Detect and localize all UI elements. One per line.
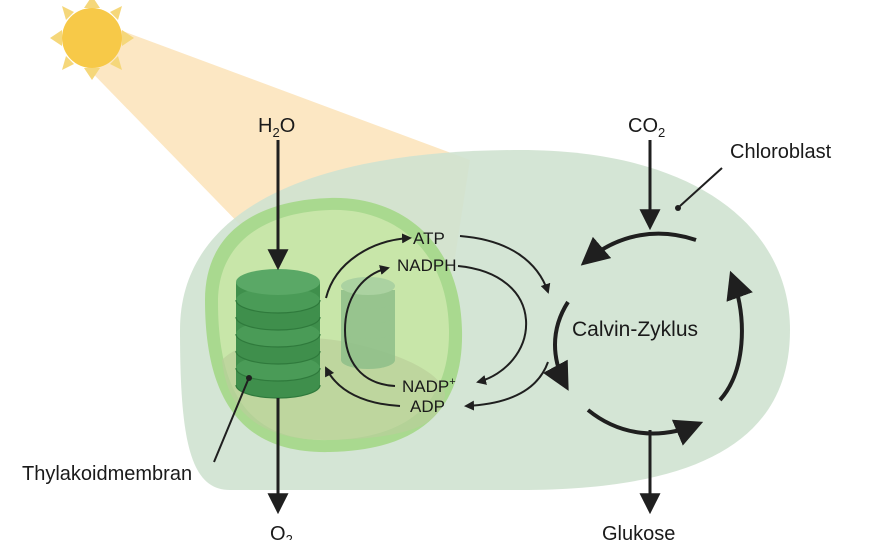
thylakoid-pointer — [213, 379, 249, 463]
chloroblast-label: Chloroblast — [730, 141, 832, 163]
glucose-label: Glukose — [602, 523, 675, 540]
light-reaction-arrows — [325, 233, 551, 411]
nadph-label: NADPH — [397, 256, 457, 275]
h2o-label: H2O — [258, 115, 295, 140]
nadp-label: NADP+ — [402, 376, 456, 396]
o2-label: O2 — [270, 523, 293, 540]
atp-label: ATP — [413, 229, 445, 248]
chloroblast-pointer — [679, 167, 723, 207]
sun-icon — [50, 0, 134, 80]
thylakoid-label: Thylakoidmembran — [22, 463, 192, 485]
granum-stack — [235, 269, 321, 399]
calvin-cycle-arrows — [543, 231, 753, 446]
co2-label: CO2 — [628, 115, 665, 140]
granum-faded — [341, 277, 395, 369]
adp-label: ADP — [410, 397, 445, 416]
calvin-label: Calvin-Zyklus — [572, 318, 698, 341]
